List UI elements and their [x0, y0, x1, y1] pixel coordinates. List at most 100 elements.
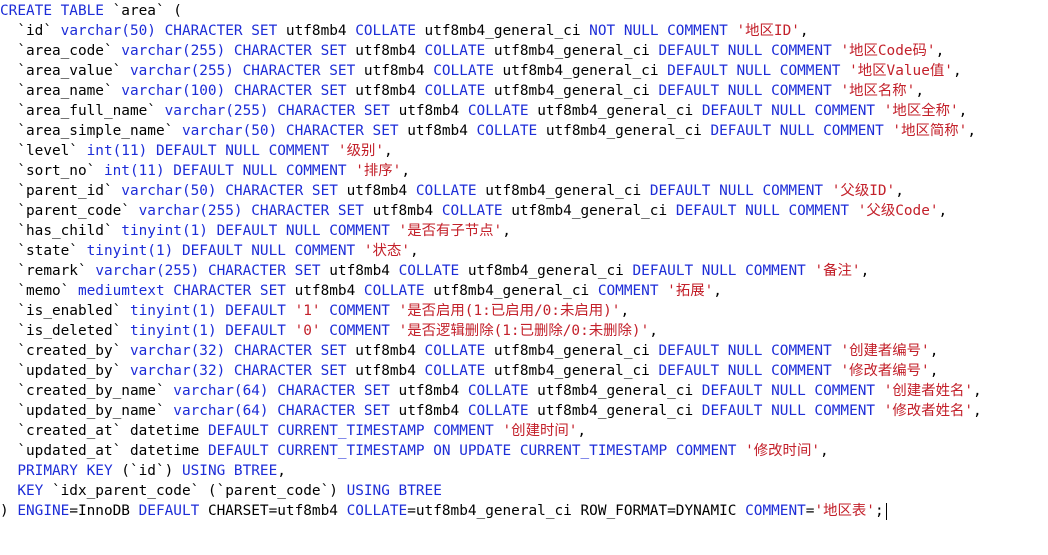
sql-text: utf8mb4: [346, 183, 416, 199]
code-line[interactable]: PRIMARY KEY (`id`) USING BTREE,: [0, 461, 1048, 481]
code-line[interactable]: ) ENGINE=InnoDB DEFAULT CHARSET=utf8mb4 …: [0, 501, 1048, 521]
sql-keyword: COLLATE: [398, 263, 468, 279]
sql-keyword: COLLATE: [424, 343, 494, 359]
code-line[interactable]: `parent_id` varchar(50) CHARACTER SET ut…: [0, 181, 1048, 201]
sql-text: =InnoDB: [69, 503, 139, 519]
sql-keyword: ENGINE: [17, 503, 70, 519]
code-line[interactable]: `is_enabled` tinyint(1) DEFAULT '1' COMM…: [0, 301, 1048, 321]
sql-keyword: COLLATE: [424, 83, 494, 99]
sql-text: ,: [384, 143, 393, 159]
code-line[interactable]: `area_full_name` varchar(255) CHARACTER …: [0, 101, 1048, 121]
sql-string-literal: '修改者姓名': [883, 403, 974, 419]
sql-text: ,: [895, 183, 904, 199]
sql-keyword: varchar(50) CHARACTER SET: [121, 183, 347, 199]
code-line[interactable]: `memo` mediumtext CHARACTER SET utf8mb4 …: [0, 281, 1048, 301]
code-line[interactable]: `state` tinyint(1) DEFAULT NULL COMMENT …: [0, 241, 1048, 261]
code-line[interactable]: `area_simple_name` varchar(50) CHARACTER…: [0, 121, 1048, 141]
code-line[interactable]: `area_code` varchar(255) CHARACTER SET u…: [0, 41, 1048, 61]
sql-text: ,: [649, 323, 658, 339]
sql-string-literal: '创建时间': [502, 423, 578, 439]
sql-string-literal: '修改时间': [745, 443, 820, 459]
sql-string-literal: '级别': [337, 143, 385, 159]
sql-keyword: COLLATE: [467, 383, 538, 399]
sql-text: `parent_id`: [0, 183, 122, 199]
sql-keyword: COLLATE: [415, 183, 486, 199]
sql-keyword: COLLATE: [476, 123, 546, 139]
sql-keyword: varchar(255) CHARACTER SET: [138, 203, 373, 219]
sql-keyword: DEFAULT NULL COMMENT: [658, 363, 841, 379]
sql-text: `area_code`: [0, 43, 122, 59]
sql-text: utf8mb4: [398, 103, 468, 119]
code-line[interactable]: KEY `idx_parent_code` (`parent_code`) US…: [0, 481, 1048, 501]
sql-keyword: COLLATE: [441, 203, 512, 219]
sql-text: ,: [929, 363, 939, 379]
code-line[interactable]: `id` varchar(50) CHARACTER SET utf8mb4 C…: [0, 21, 1048, 41]
sql-text: utf8mb4_general_ci: [537, 403, 702, 419]
sql-string-literal: '1': [294, 303, 321, 319]
sql-keyword: COLLATE: [424, 363, 494, 379]
code-line[interactable]: `area_name` varchar(100) CHARACTER SET u…: [0, 81, 1048, 101]
sql-text: ,: [820, 443, 829, 459]
code-line[interactable]: `has_child` tinyint(1) DEFAULT NULL COMM…: [0, 221, 1048, 241]
sql-text: utf8mb4: [285, 23, 356, 39]
sql-keyword: varchar(64) CHARACTER SET: [173, 383, 399, 399]
sql-string-literal: '状态': [363, 243, 410, 259]
sql-text: ,: [410, 243, 419, 259]
sql-string-literal: '父级Code': [857, 203, 939, 219]
sql-keyword: varchar(100) CHARACTER SET: [121, 83, 356, 99]
sql-text: `updated_at` datetime: [0, 443, 208, 459]
sql-string-literal: '备注': [814, 263, 861, 279]
code-line[interactable]: `created_by` varchar(32) CHARACTER SET u…: [0, 341, 1048, 361]
sql-text: `created_by_name`: [0, 383, 174, 399]
code-line[interactable]: CREATE TABLE `area` (: [0, 1, 1048, 21]
sql-text: ,: [799, 23, 809, 39]
sql-text: ,: [938, 203, 948, 219]
code-line[interactable]: `parent_code` varchar(255) CHARACTER SET…: [0, 201, 1048, 221]
sql-string-literal: '拓展': [667, 283, 714, 299]
sql-text: `area_full_name`: [0, 103, 165, 119]
sql-keyword: tinyint(1) DEFAULT NULL COMMENT: [86, 243, 364, 259]
sql-keyword: DEFAULT NULL COMMENT: [701, 383, 884, 399]
sql-text: `is_deleted`: [0, 323, 130, 339]
code-line[interactable]: `level` int(11) DEFAULT NULL COMMENT '级别…: [0, 141, 1048, 161]
code-line[interactable]: `updated_by_name` varchar(64) CHARACTER …: [0, 401, 1048, 421]
sql-text: `idx_parent_code` (`parent_code`): [51, 483, 347, 499]
sql-string-literal: '是否启用(1:已启用/0:未启用)': [398, 303, 621, 319]
sql-keyword: varchar(32) CHARACTER SET: [129, 363, 356, 379]
sql-text: `memo`: [0, 283, 78, 299]
sql-text: ,: [967, 123, 976, 139]
sql-text: =: [805, 503, 815, 519]
sql-keyword: varchar(50) CHARACTER SET: [181, 123, 408, 139]
sql-text: `is_enabled`: [0, 303, 130, 319]
sql-keyword: mediumtext CHARACTER SET: [77, 283, 295, 299]
code-line[interactable]: `remark` varchar(255) CHARACTER SET utf8…: [0, 261, 1048, 281]
sql-keyword: COMMENT: [320, 323, 399, 339]
sql-keyword: int(11) DEFAULT NULL COMMENT: [103, 163, 356, 179]
sql-keyword: tinyint(1) DEFAULT NULL COMMENT: [121, 223, 399, 239]
sql-text: `has_child`: [0, 223, 122, 239]
sql-text: utf8mb4: [372, 203, 442, 219]
code-line[interactable]: `created_at` datetime DEFAULT CURRENT_TI…: [0, 421, 1048, 441]
sql-text: utf8mb4_general_ci: [493, 343, 659, 359]
code-line[interactable]: `created_by_name` varchar(64) CHARACTER …: [0, 381, 1048, 401]
code-line[interactable]: `is_deleted` tinyint(1) DEFAULT '0' COMM…: [0, 321, 1048, 341]
code-line[interactable]: `updated_at` datetime DEFAULT CURRENT_TI…: [0, 441, 1048, 461]
code-line[interactable]: `updated_by` varchar(32) CHARACTER SET u…: [0, 361, 1048, 381]
sql-text: ,: [915, 83, 924, 99]
code-line[interactable]: `area_value` varchar(255) CHARACTER SET …: [0, 61, 1048, 81]
sql-text: utf8mb4_general_ci: [537, 383, 702, 399]
sql-text: utf8mb4_general_ci: [424, 23, 590, 39]
sql-text: ,: [577, 423, 587, 439]
sql-keyword: NOT NULL COMMENT: [589, 23, 737, 39]
sql-text: ;: [874, 503, 884, 519]
sql-keyword: DEFAULT: [138, 503, 208, 519]
code-line[interactable]: `sort_no` int(11) DEFAULT NULL COMMENT '…: [0, 161, 1048, 181]
sql-text: utf8mb4: [294, 283, 364, 299]
sql-keyword: DEFAULT NULL COMMENT: [632, 263, 815, 279]
sql-text: `updated_by`: [0, 363, 130, 379]
sql-keyword: PRIMARY KEY: [0, 463, 122, 479]
sql-text: utf8mb4_general_ci: [493, 43, 659, 59]
sql-text: utf8mb4: [355, 43, 425, 59]
sql-text: utf8mb4: [407, 123, 477, 139]
